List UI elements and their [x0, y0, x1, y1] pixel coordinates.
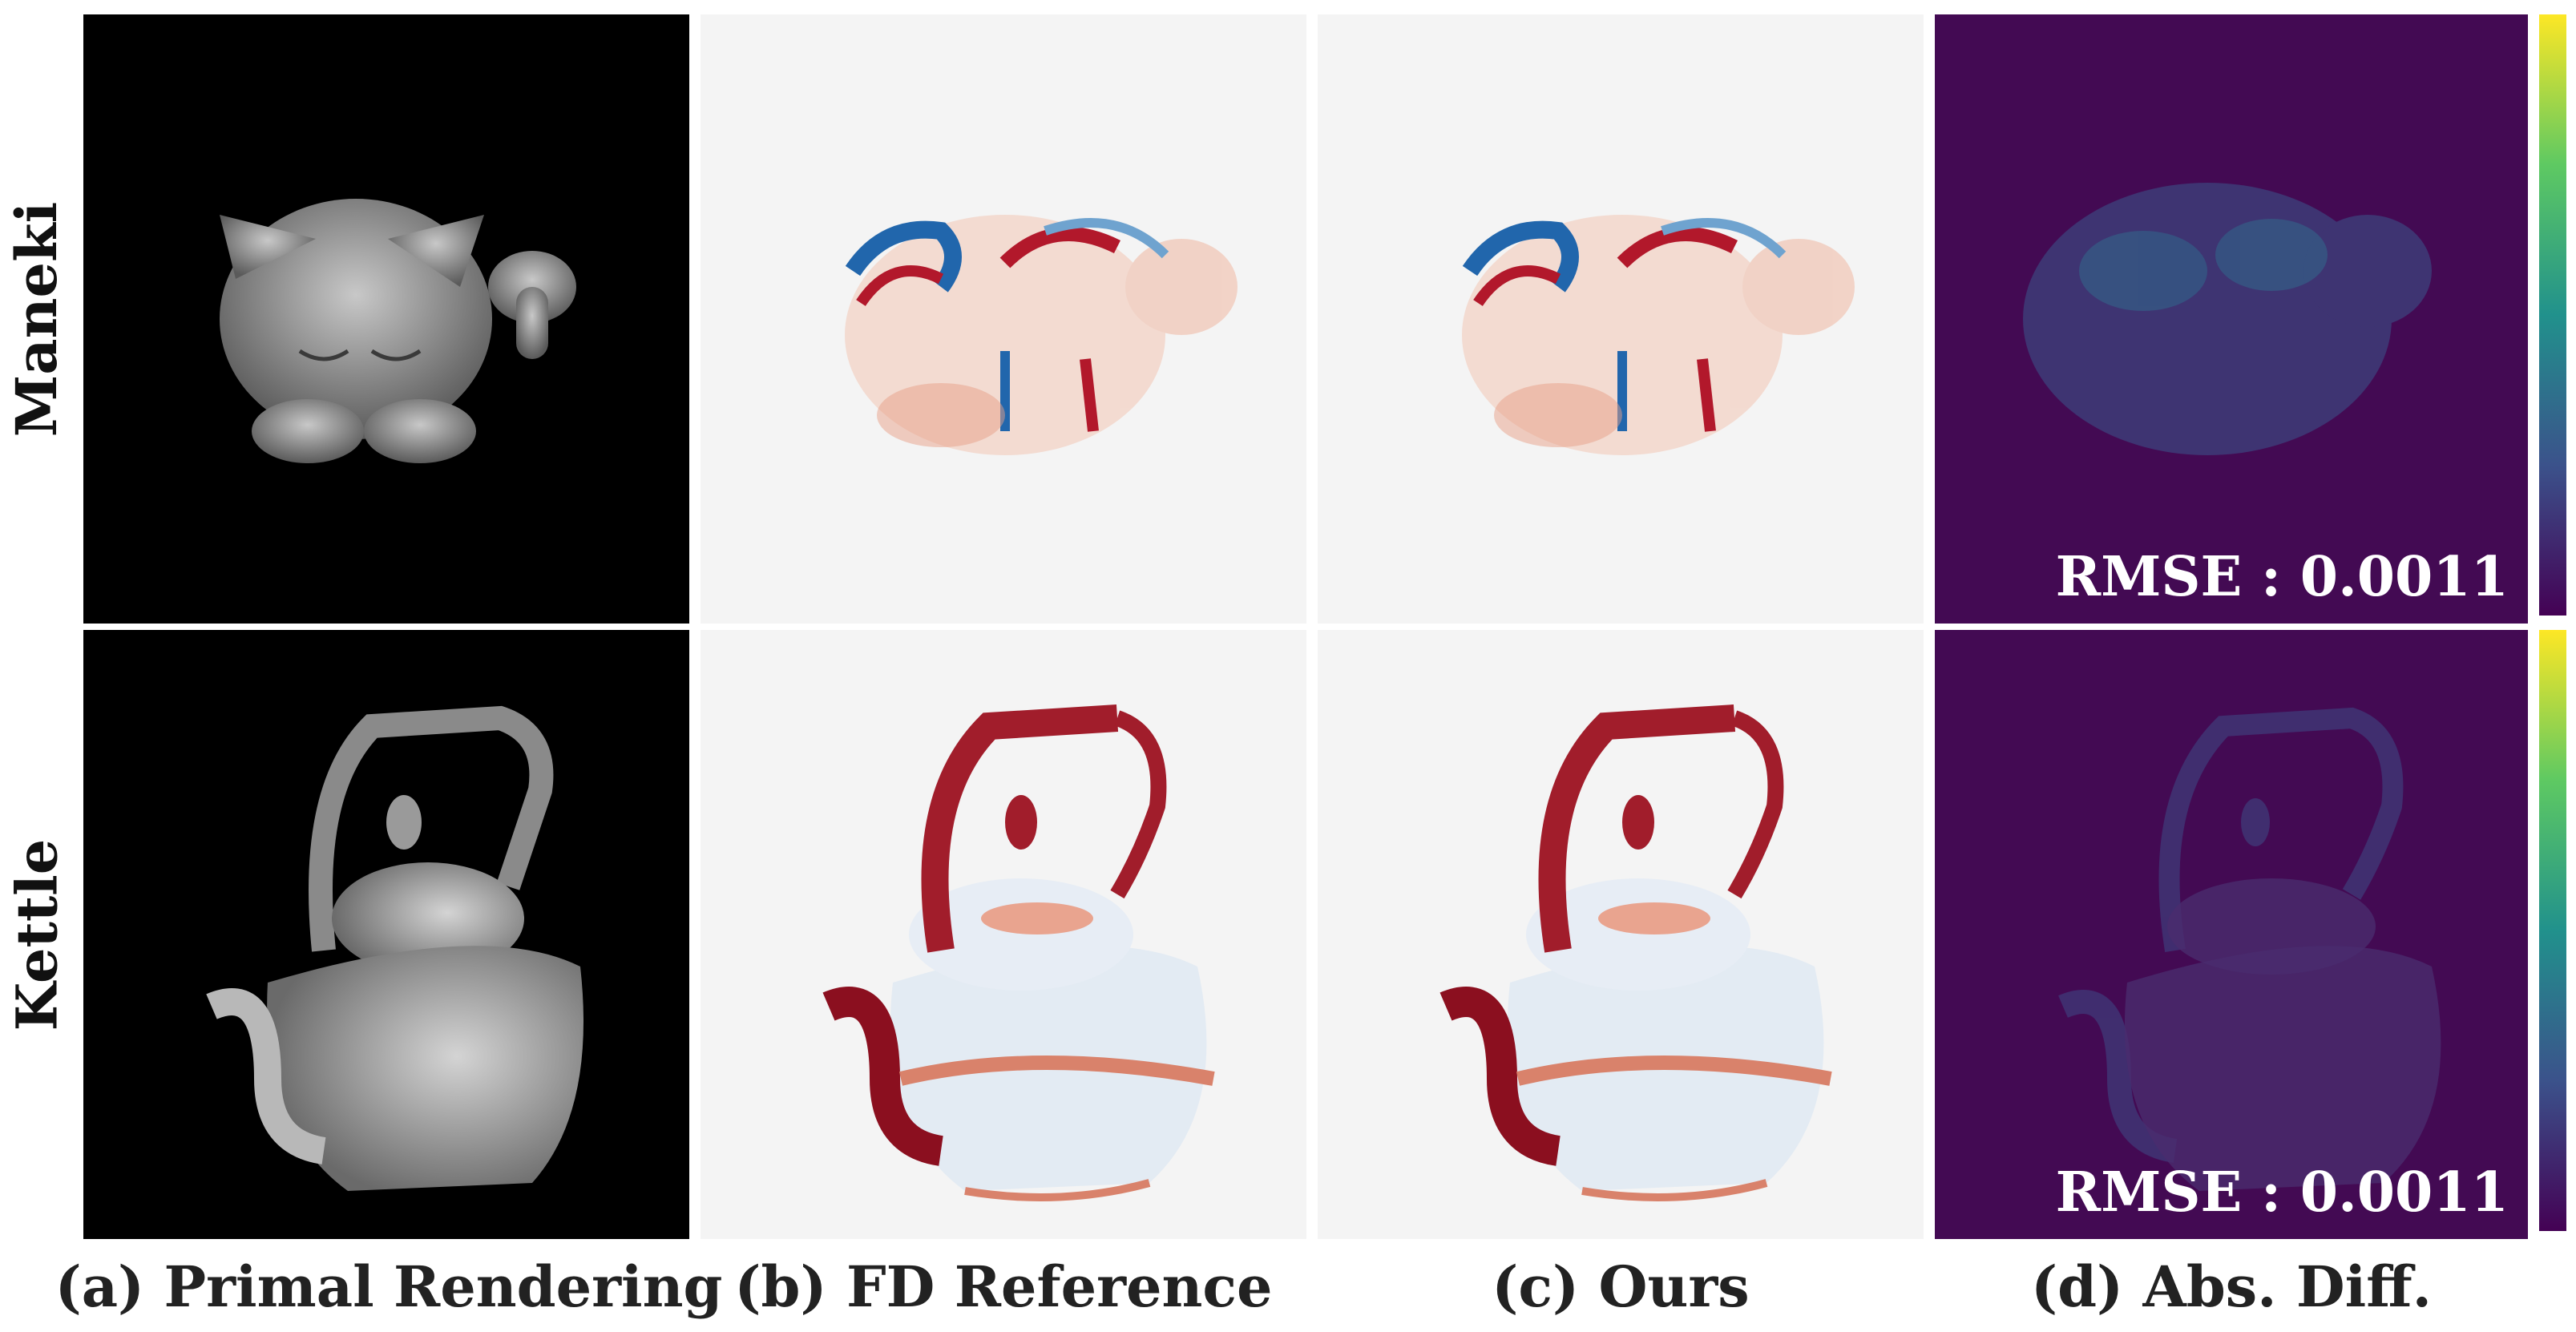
- maneki-fd-reference: [701, 14, 1306, 624]
- maneki-abs-diff: RMSE : 0.0011: [1935, 14, 2528, 624]
- maneki-primal-image: [220, 199, 576, 463]
- kettle-ours: [1318, 630, 1924, 1239]
- maneki-primal-rendering: [83, 14, 689, 624]
- colorbar-top: [2539, 14, 2566, 616]
- maneki-diff-image: [2023, 183, 2432, 455]
- kettle-primal-rendering: [83, 630, 689, 1239]
- maneki-ours: [1318, 14, 1924, 624]
- kettle-diff-image: [2058, 707, 2441, 1191]
- row-label-kettle: Kettle: [0, 630, 74, 1239]
- kettle-primal-image: [206, 705, 583, 1191]
- kettle-fd-reference: [701, 630, 1306, 1239]
- rmse-label: RMSE : 0.0011: [2055, 1160, 2509, 1225]
- caption-abs-diff: (d) Abs. Diff.: [2030, 1253, 2433, 1320]
- maneki-ours-image: [1462, 215, 1855, 455]
- rmse-label: RMSE : 0.0011: [2055, 545, 2509, 609]
- kettle-abs-diff: RMSE : 0.0011: [1935, 630, 2528, 1239]
- kettle-fd-image: [822, 704, 1215, 1201]
- colorbar-bottom: [2539, 630, 2566, 1231]
- caption-ours: (c) Ours: [1492, 1253, 1750, 1320]
- maneki-fd-image: [845, 215, 1238, 455]
- row-label-text: Maneki: [3, 201, 71, 437]
- row-label-maneki: Maneki: [0, 14, 74, 624]
- caption-fd-reference: (b) FD Reference: [734, 1253, 1273, 1320]
- caption-primal-rendering: (a) Primal Rendering: [55, 1253, 723, 1320]
- row-label-text: Kettle: [3, 838, 71, 1031]
- kettle-ours-image: [1439, 704, 1832, 1201]
